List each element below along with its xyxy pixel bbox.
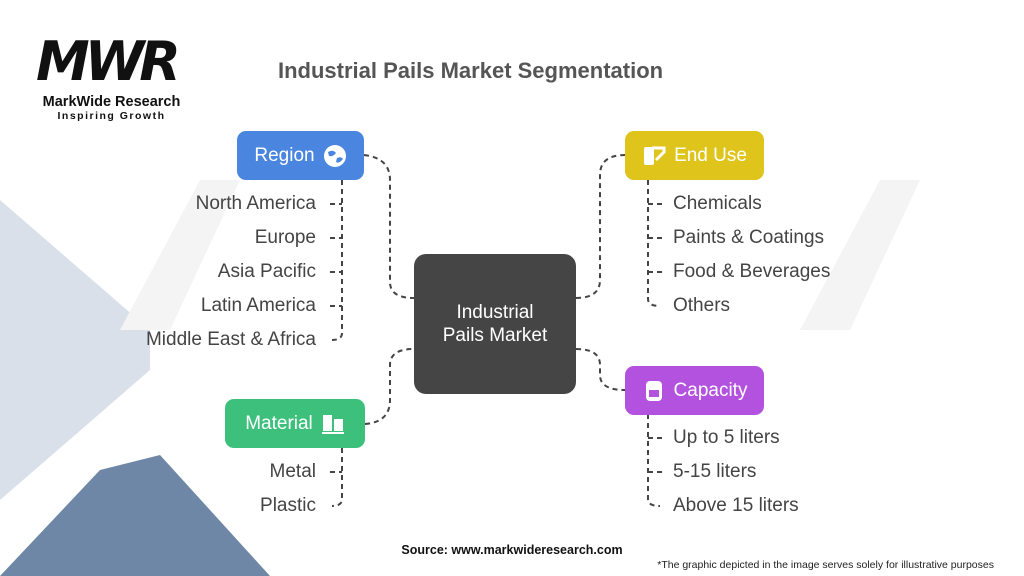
- end-use-item: Food & Beverages: [673, 261, 831, 282]
- end-use-node: End Use: [625, 131, 764, 180]
- region-label: Region: [254, 144, 315, 166]
- end-use-item: Others: [673, 295, 731, 316]
- capacity-label: Capacity: [673, 379, 748, 401]
- material-node: Material: [225, 399, 365, 448]
- material-item: Plastic: [260, 495, 316, 516]
- end-use-label: End Use: [674, 144, 747, 166]
- center-line-1: Industrial: [456, 302, 534, 323]
- capacity-item: Up to 5 liters: [673, 427, 780, 448]
- material-label: Material: [245, 412, 313, 434]
- capacity-item: 5-15 liters: [673, 461, 757, 482]
- capacity-item: Above 15 liters: [673, 495, 799, 516]
- end-use-item: Paints & Coatings: [673, 227, 825, 248]
- material-item: Metal: [269, 461, 316, 482]
- background-shape-light: [0, 200, 150, 500]
- globe-icon: [323, 144, 346, 167]
- logo-mark: MWR: [36, 30, 181, 93]
- page-title: Industrial Pails Market Segmentation: [278, 58, 664, 83]
- material-blocks-icon: [321, 414, 344, 434]
- end-use-item: Chemicals: [673, 193, 762, 214]
- capacity-node: Capacity: [625, 366, 764, 415]
- background-shape-dark: [0, 455, 270, 576]
- region-node: Region: [237, 131, 364, 180]
- paint-roller-icon: [644, 146, 666, 165]
- region-item: Middle East & Africa: [145, 329, 316, 350]
- watermark-shapes: [120, 180, 920, 330]
- region-item: Asia Pacific: [217, 261, 316, 282]
- center-line-2: Pails Market: [442, 325, 548, 346]
- region-item: Europe: [254, 227, 316, 248]
- logo-name: MarkWide Research: [42, 94, 181, 110]
- logo-tagline: Inspiring Growth: [57, 110, 166, 122]
- connector-lines: [330, 154, 662, 507]
- region-item: North America: [195, 193, 316, 214]
- disclaimer-text: *The graphic depicted in the image serve…: [657, 559, 994, 571]
- region-item: Latin America: [200, 295, 316, 316]
- source-text: Source: www.markwideresearch.com: [401, 543, 623, 557]
- pail-icon: [645, 380, 662, 401]
